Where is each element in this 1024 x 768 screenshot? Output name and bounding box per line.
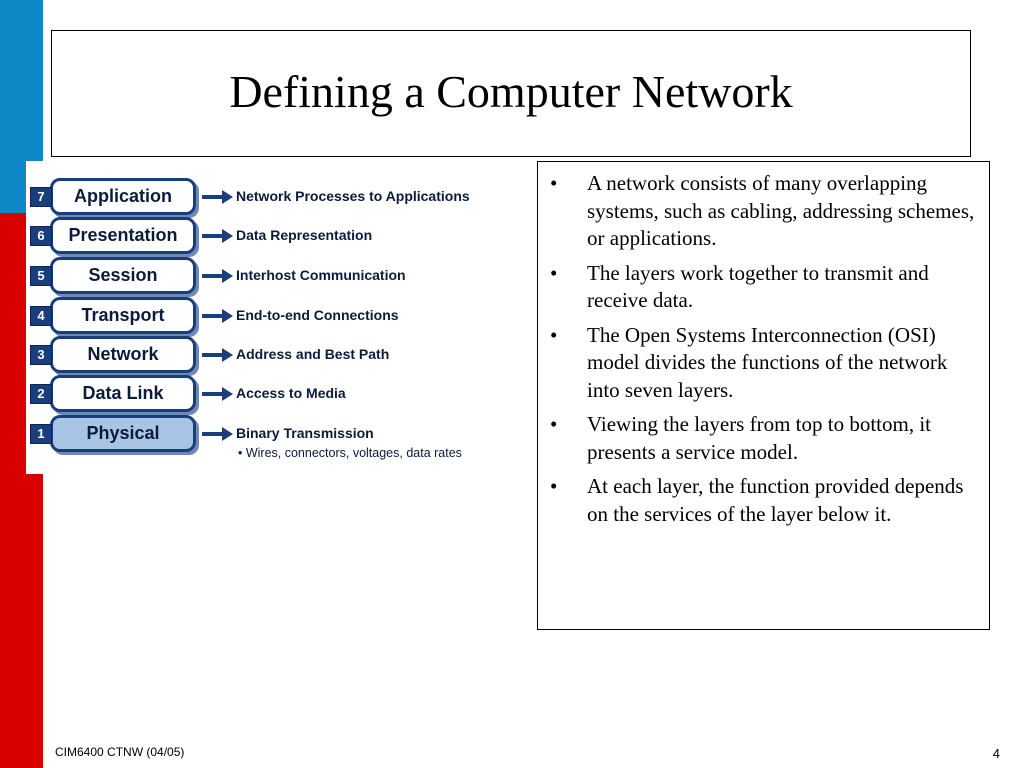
bullet-marker: • [550,260,558,285]
layer-name: Data Link [50,375,196,412]
arrow-right-icon [202,229,233,243]
bullet-item: • At each layer, the function provided d… [548,473,975,528]
arrow-right-icon [202,269,233,283]
layer-number: 1 [30,424,52,444]
arrow-right-icon [202,348,233,362]
layer-number: 5 [30,266,52,286]
layer-name: Transport [50,297,196,334]
osi-layer-7: Application 7 Network Processes to Appli… [26,178,526,216]
layer-name: Physical [50,415,196,452]
osi-layer-6: Presentation 6 Data Representation [26,217,526,255]
bullet-marker: • [550,474,558,498]
osi-layer-2: Data Link 2 Access to Media [26,375,526,413]
layer-description: Access to Media [236,385,346,401]
layer-description: Data Representation [236,227,373,243]
footer-page-number: 4 [992,746,1000,761]
osi-layer-5: Session 5 Interhost Communication [26,257,526,295]
layer-description: Interhost Communication [236,267,406,283]
bullet-text: A network consists of many overlapping s… [587,171,975,250]
bullet-text: At each layer, the function provided dep… [587,474,964,526]
layer-number: 7 [30,187,52,207]
bullet-text-box: • A network consists of many overlapping… [537,161,990,630]
arrow-right-icon [202,387,233,401]
slide-title: Defining a Computer Network [229,66,793,117]
footer-course-label: CIM6400 CTNW (04/05) [55,745,185,759]
bullet-text: The layers work together to transmit and… [587,260,929,313]
arrow-right-icon [202,190,233,204]
layer-description: Binary Transmission [236,425,374,441]
bullet-item: • Viewing the layers from top to bottom,… [548,411,975,466]
layer-number: 2 [30,384,52,404]
physical-layer-detail: • Wires, connectors, voltages, data rate… [238,446,462,460]
osi-model-diagram: Application 7 Network Processes to Appli… [26,161,526,474]
layer-description: End-to-end Connections [236,307,399,323]
layer-description: Network Processes to Applications [236,188,470,204]
osi-layer-4: Transport 4 End-to-end Connections [26,297,526,335]
osi-layer-1: Physical 1 Binary Transmission [26,415,526,453]
arrow-right-icon [202,309,233,323]
osi-layer-3: Network 3 Address and Best Path [26,336,526,374]
layer-name: Application [50,178,196,215]
bullet-marker: • [550,171,558,195]
layer-name: Network [50,336,196,373]
bullet-marker: • [550,412,558,436]
bullet-text: Viewing the layers from top to bottom, i… [587,412,932,464]
bullet-list: • A network consists of many overlapping… [538,162,989,528]
layer-number: 6 [30,226,52,246]
bullet-marker: • [550,322,558,347]
layer-number: 3 [30,345,52,365]
bullet-item: • The Open Systems Interconnection (OSI)… [548,322,975,405]
layer-number: 4 [30,306,52,326]
layer-name: Presentation [50,217,196,254]
bullet-item: • The layers work together to transmit a… [548,260,975,315]
layer-name: Session [50,257,196,294]
title-box: Defining a Computer Network [51,30,971,157]
arrow-right-icon [202,427,233,441]
bullet-text: The Open Systems Interconnection (OSI) m… [587,322,948,402]
layer-description: Address and Best Path [236,346,390,362]
bullet-item: • A network consists of many overlapping… [548,170,975,253]
